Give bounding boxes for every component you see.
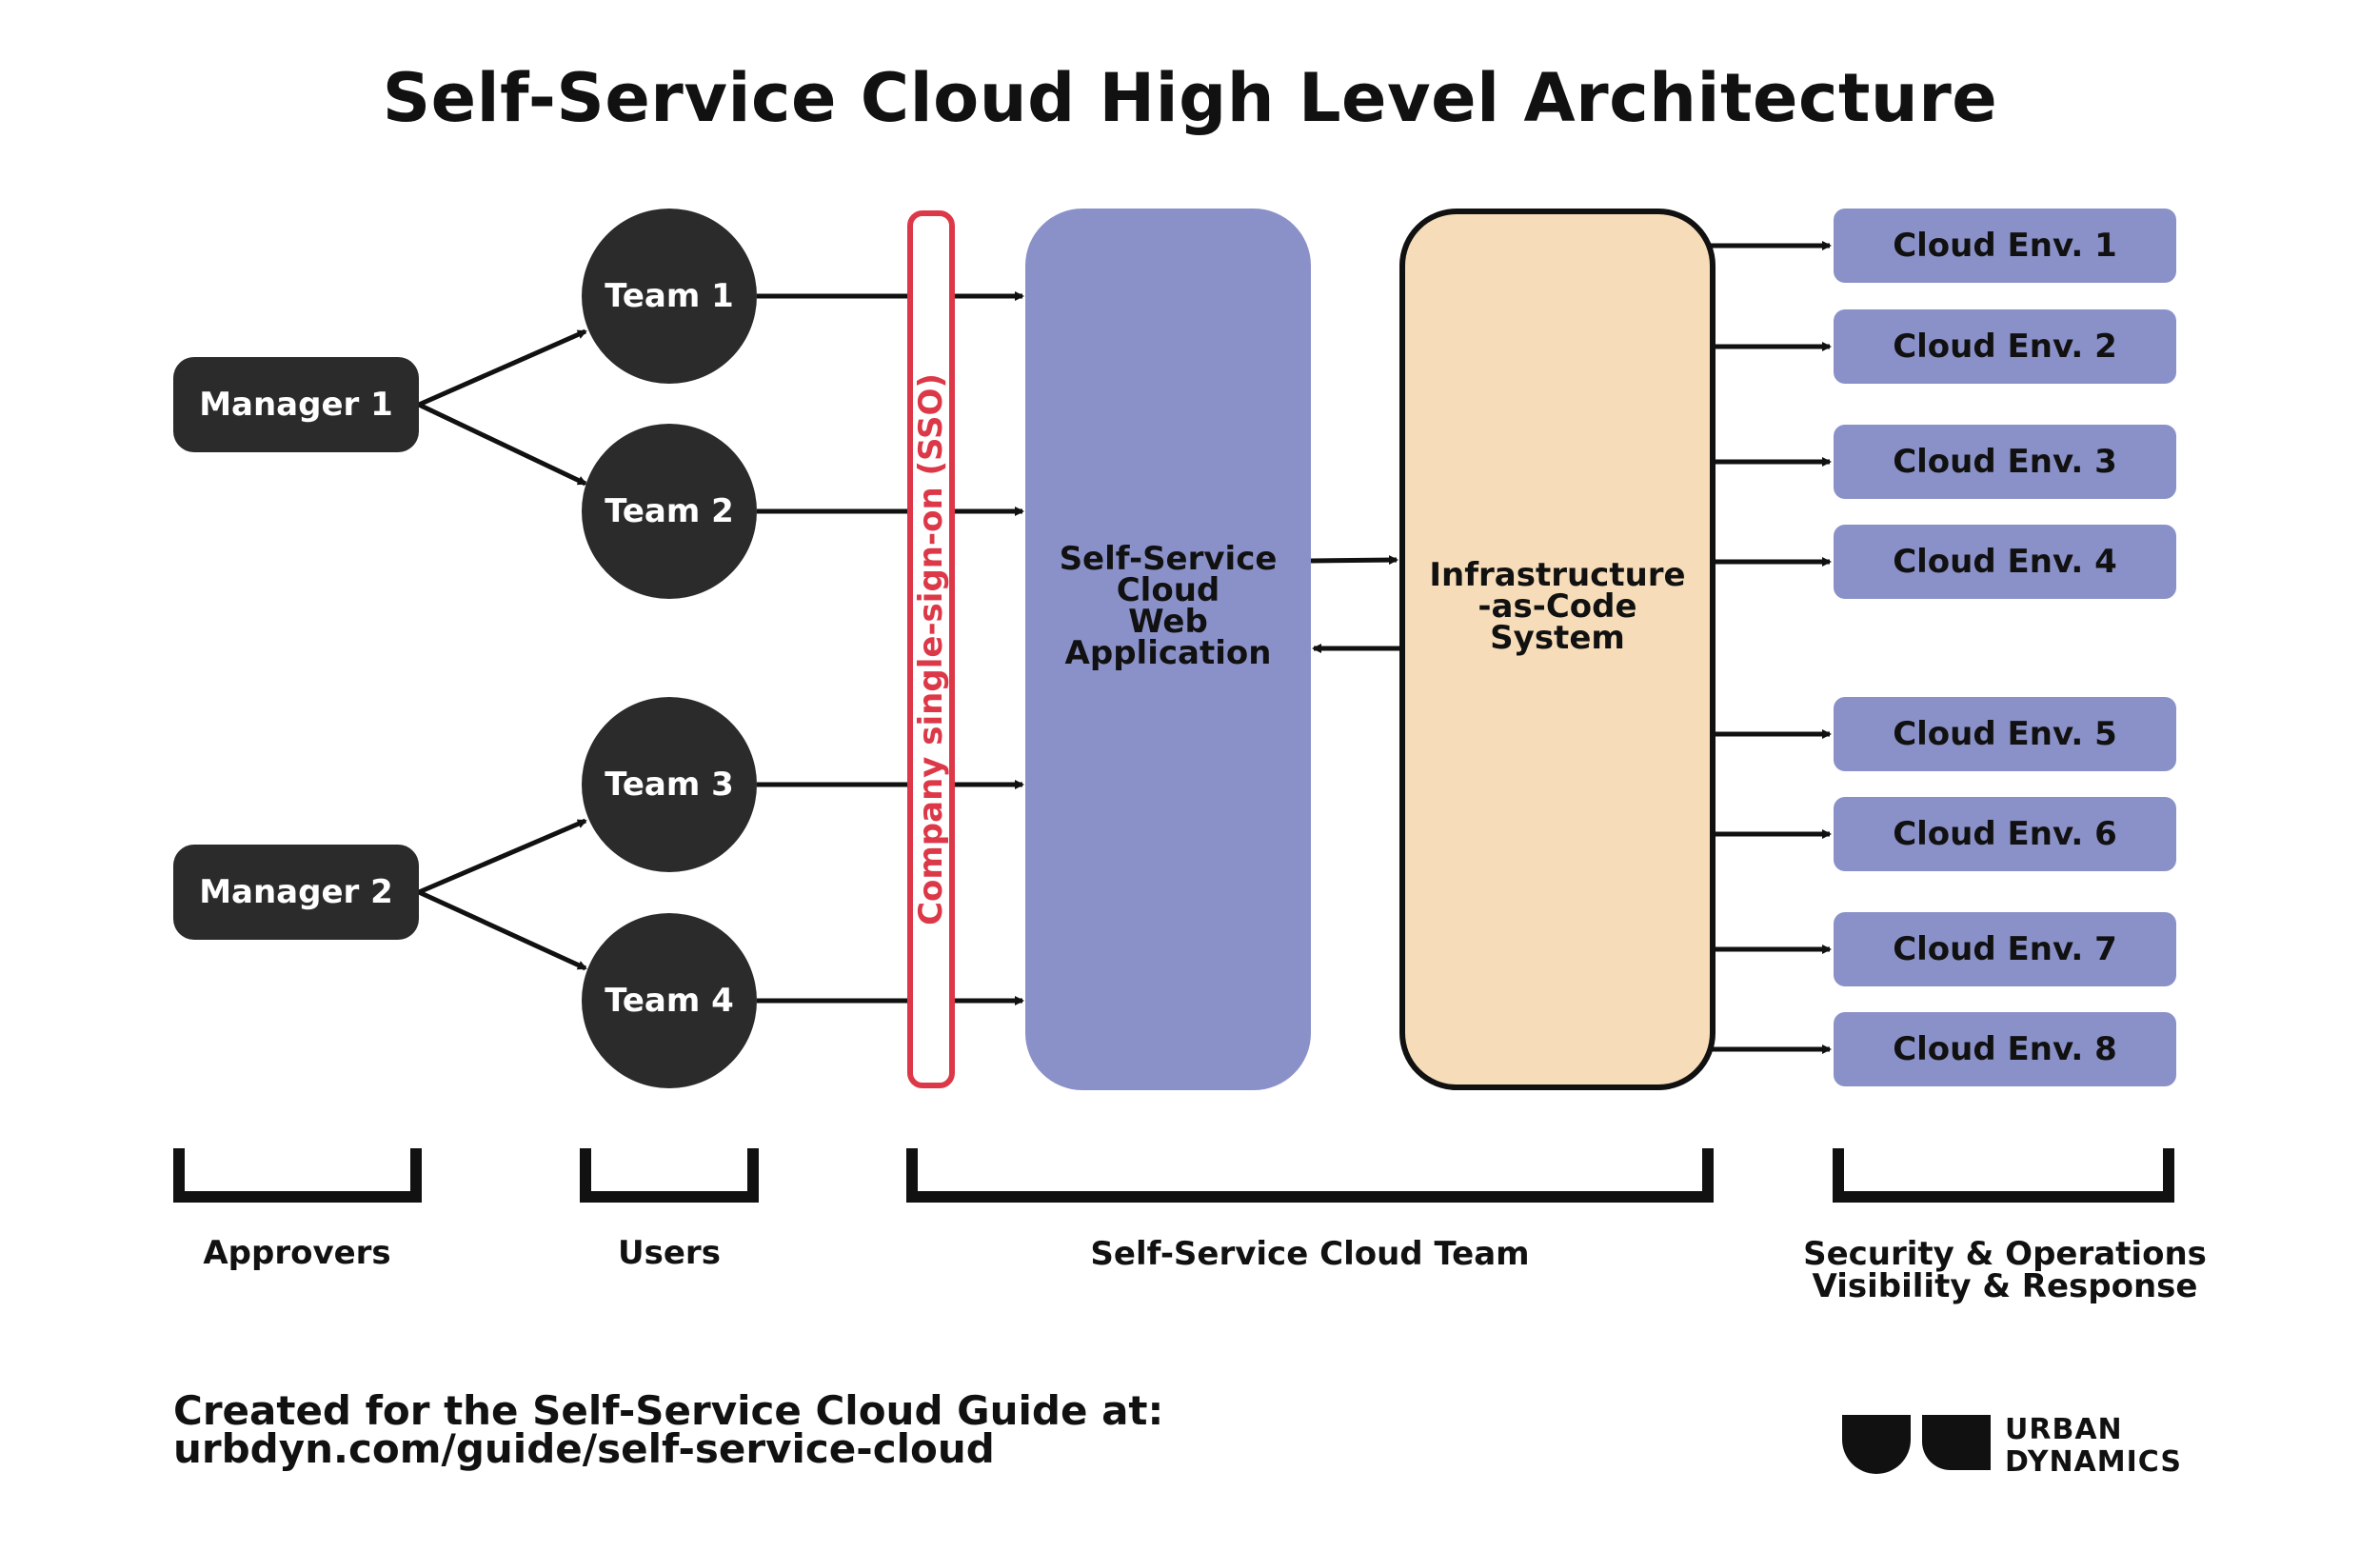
brand-name: URBAN DYNAMICS	[2005, 1413, 2182, 1479]
web-application-block: Self-Service Cloud Web Application	[1025, 209, 1311, 1090]
group-label-users: Users	[618, 1234, 721, 1272]
arrow-manager1-team2	[417, 402, 587, 487]
urban-dynamics-logo-icon	[1842, 1415, 1991, 1474]
bracket-team	[906, 1148, 1714, 1203]
bracket-approvers	[173, 1148, 422, 1203]
bracket-security	[1833, 1148, 2174, 1203]
manager-2-box: Manager 2	[173, 845, 419, 940]
bracket-users	[580, 1148, 759, 1203]
sso-bar: Company single-sign-on (SSO)	[907, 210, 955, 1088]
page-title: Self-Service Cloud High Level Architectu…	[382, 59, 1998, 137]
team-4-node: Team 4	[582, 913, 757, 1088]
cloud-env-5: Cloud Env. 5	[1834, 697, 2176, 771]
cloud-env-6: Cloud Env. 6	[1834, 797, 2176, 871]
cloud-env-3: Cloud Env. 3	[1834, 425, 2176, 499]
group-label-team: Self-Service Cloud Team	[1090, 1235, 1530, 1273]
sso-label: Company single-sign-on (SSO)	[912, 373, 950, 925]
team-1-node: Team 1	[582, 209, 757, 384]
cloud-env-4: Cloud Env. 4	[1834, 525, 2176, 599]
web-application-label: Self-Service Cloud Web Application	[1059, 540, 1278, 672]
cloud-env-2: Cloud Env. 2	[1834, 309, 2176, 384]
team-2-node: Team 2	[582, 424, 757, 599]
iac-system-block: Infrastructure -as-Code System	[1399, 209, 1716, 1090]
iac-system-label: Infrastructure -as-Code System	[1429, 555, 1686, 657]
group-label-approvers: Approvers	[203, 1234, 391, 1272]
arrow-manager2-team4	[417, 889, 587, 971]
group-label-security: Security & Operations Visibility & Respo…	[1803, 1235, 2207, 1305]
manager-1-box: Manager 1	[173, 357, 419, 452]
arrow-manager1-team1	[417, 328, 587, 408]
arrow-manager2-team3	[418, 818, 587, 895]
cloud-env-7: Cloud Env. 7	[1834, 912, 2176, 986]
arrow-webapp-iac	[1310, 555, 1398, 566]
cloud-env-8: Cloud Env. 8	[1834, 1012, 2176, 1086]
cloud-env-1: Cloud Env. 1	[1834, 209, 2176, 283]
team-3-node: Team 3	[582, 697, 757, 872]
footer-credit: Created for the Self-Service Cloud Guide…	[173, 1387, 1164, 1472]
